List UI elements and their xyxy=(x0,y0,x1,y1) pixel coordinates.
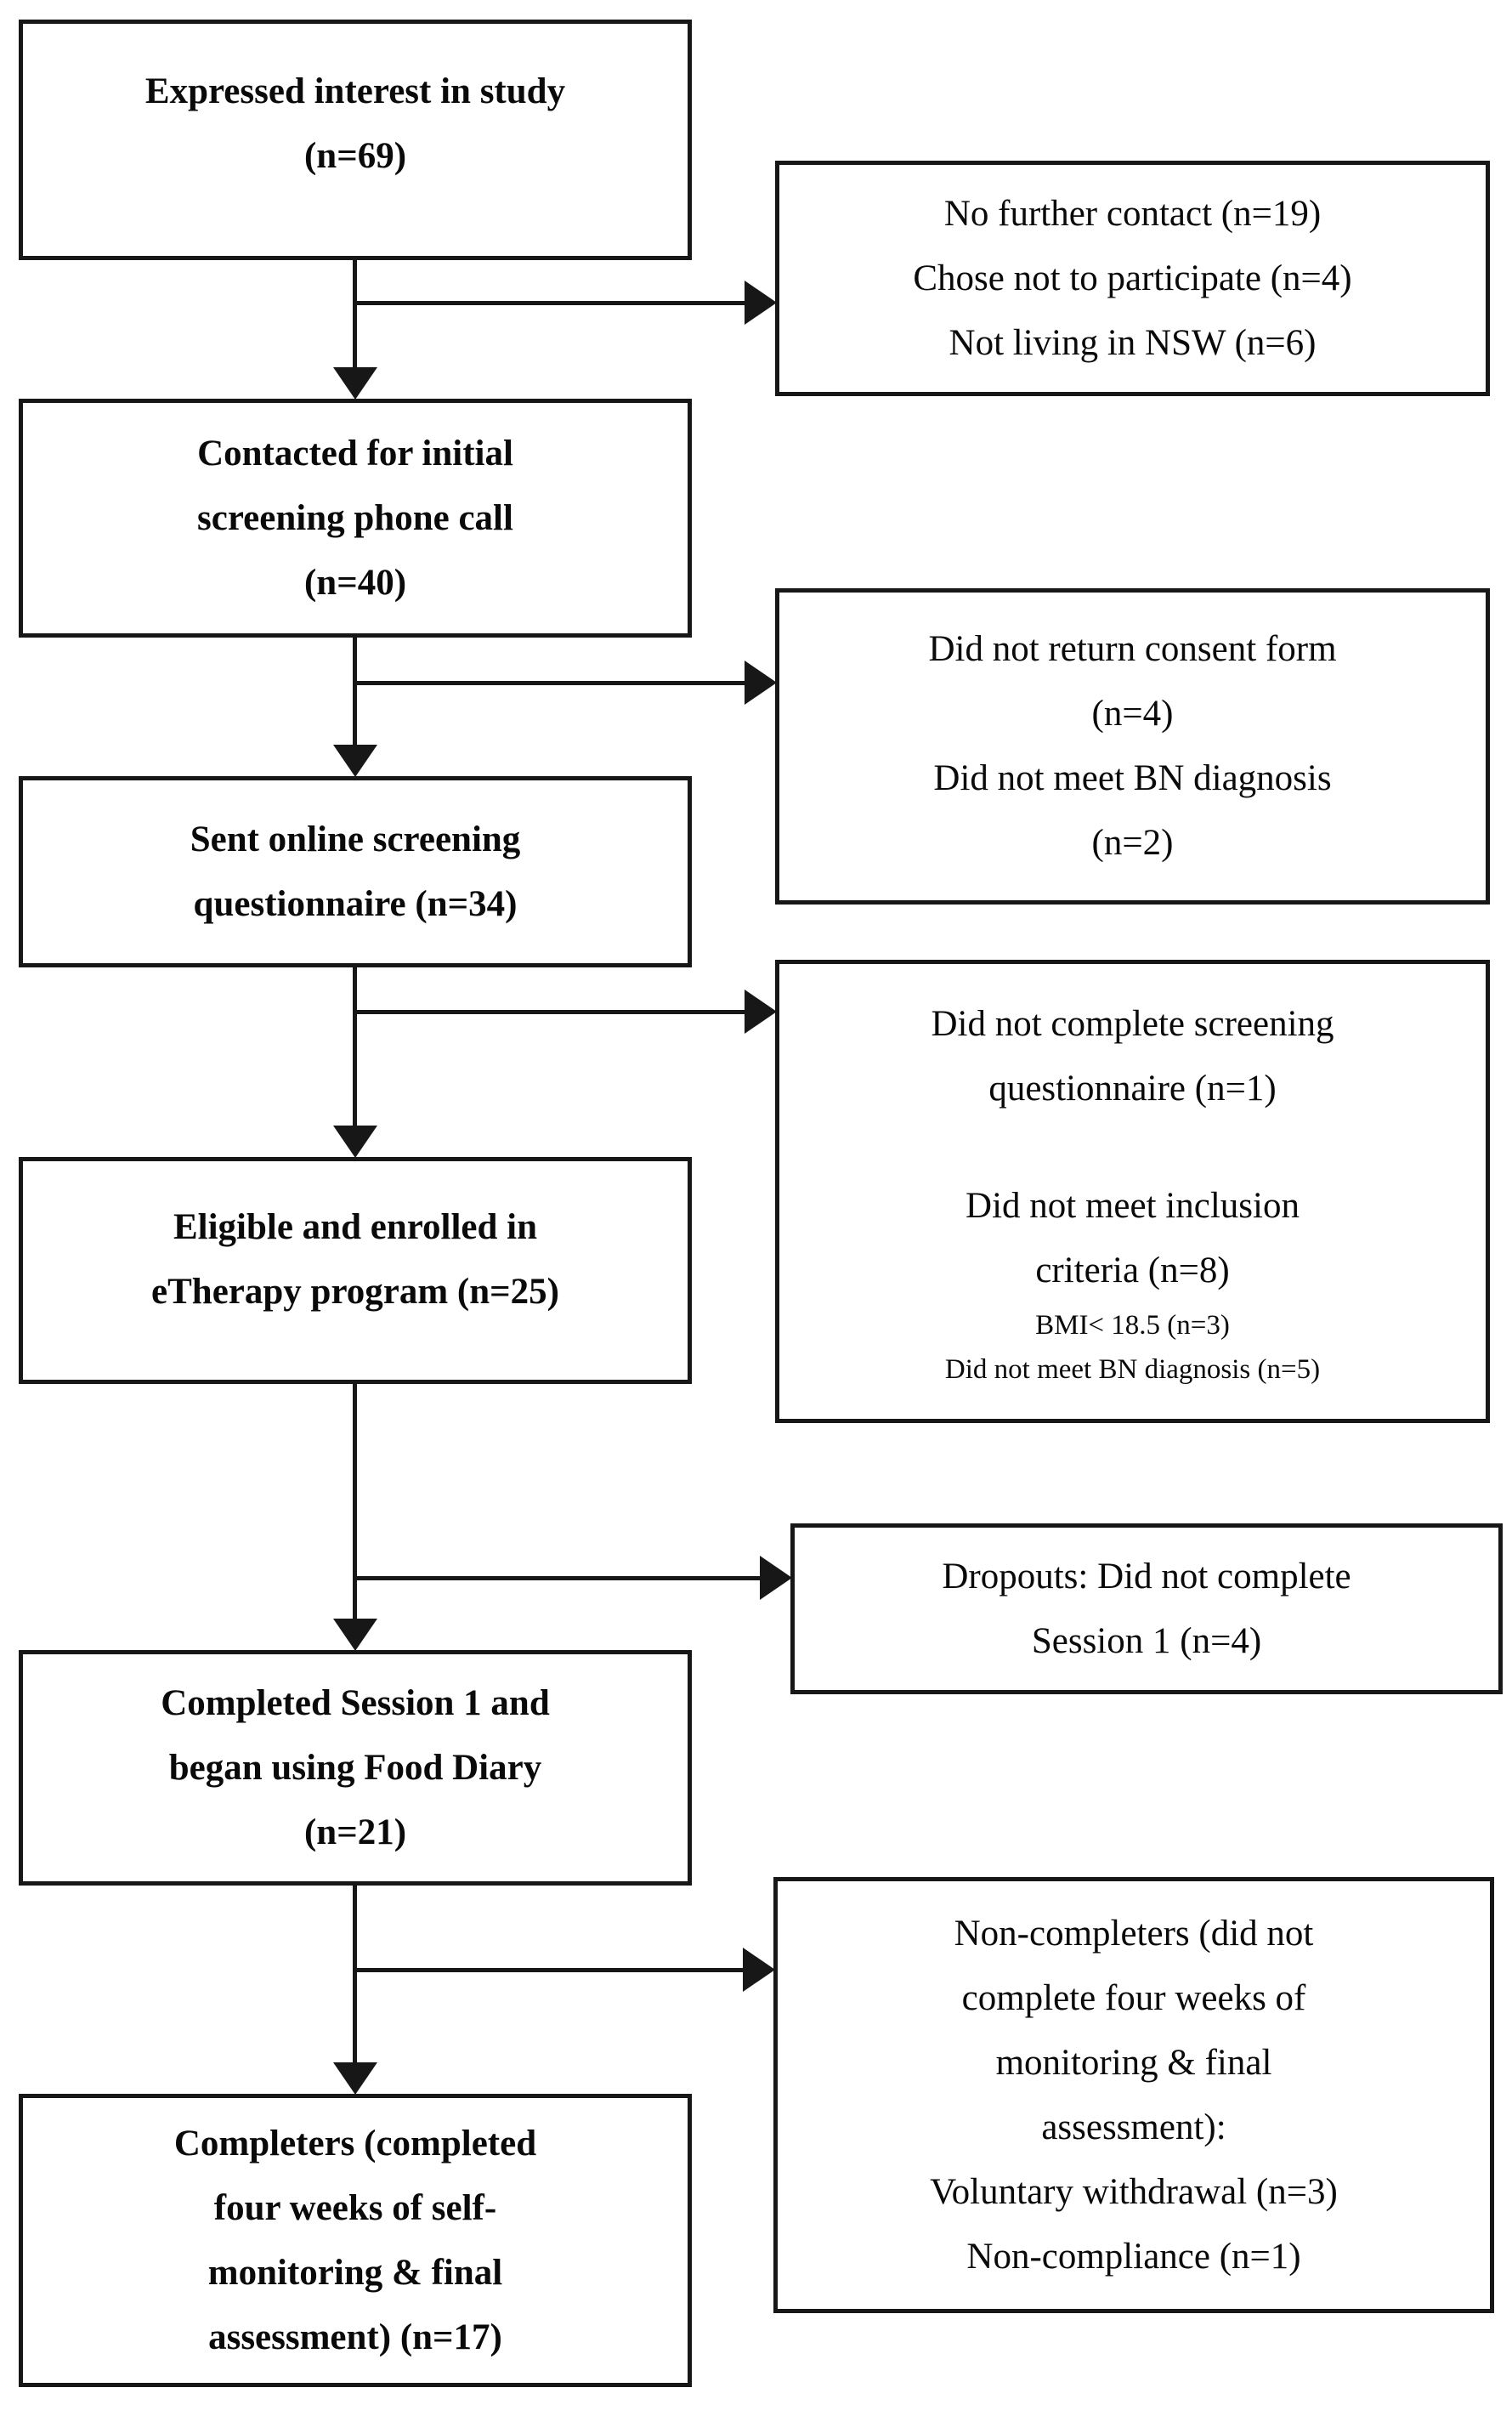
box-line: (n=69) xyxy=(303,136,407,176)
arrow-right-icon xyxy=(743,1948,775,1992)
arrow-down-icon xyxy=(333,745,377,777)
box-line: assessment): xyxy=(1041,2107,1226,2147)
connector-line-vertical-2 xyxy=(353,638,357,746)
box-line: Not living in NSW (n=6) xyxy=(949,322,1317,363)
box-line: Expressed interest in study xyxy=(144,71,566,111)
arrow-down-icon xyxy=(333,1126,377,1158)
flow-box-eligible-enrolled: Eligible and enrolled in eTherapy progra… xyxy=(19,1157,692,1384)
box-line: four weeks of self- xyxy=(213,2187,497,2228)
exclusion-box-dropouts: Dropouts: Did not complete Session 1 (n=… xyxy=(790,1523,1503,1694)
flow-box-expressed-interest: Expressed interest in study (n=69) xyxy=(19,20,692,260)
box-line: (n=2) xyxy=(1091,823,1174,863)
box-line: Session 1 (n=4) xyxy=(1031,1620,1262,1661)
connector-line-branch-3 xyxy=(355,1010,746,1014)
box-line: Non-compliance (n=1) xyxy=(966,2236,1301,2277)
box-line: Did not meet BN diagnosis (n=5) xyxy=(944,1353,1321,1385)
exclusion-box-consent-form: Did not return consent form (n=4) Did no… xyxy=(775,588,1490,905)
flow-box-contacted-screening: Contacted for initial screening phone ca… xyxy=(19,399,692,638)
box-line: complete four weeks of xyxy=(961,1977,1306,2018)
box-line: monitoring & final xyxy=(995,2042,1272,2083)
connector-line-branch-2 xyxy=(355,681,746,685)
box-line: Did not complete screening xyxy=(931,1003,1334,1044)
arrow-down-icon xyxy=(333,1619,377,1651)
arrow-right-icon xyxy=(745,661,777,705)
arrow-right-icon xyxy=(745,281,777,325)
exclusion-box-screening-questionnaire: Did not complete screening questionnaire… xyxy=(775,960,1490,1423)
arrow-right-icon xyxy=(760,1556,792,1600)
box-line: monitoring & final xyxy=(207,2252,503,2293)
box-line: Non-completers (did not xyxy=(954,1913,1314,1954)
flow-box-completed-session1: Completed Session 1 and began using Food… xyxy=(19,1650,692,1886)
box-line: Completed Session 1 and xyxy=(161,1682,550,1723)
box-line: Completers (completed xyxy=(173,2123,537,2164)
box-line: No further contact (n=19) xyxy=(943,193,1322,234)
box-line: criteria (n=8) xyxy=(1035,1250,1230,1290)
box-line: began using Food Diary xyxy=(168,1747,542,1788)
box-line: assessment) (n=17) xyxy=(208,2317,502,2357)
box-line: questionnaire (n=1) xyxy=(988,1068,1277,1109)
connector-line-branch-5 xyxy=(355,1968,743,1972)
box-line: eTherapy program (n=25) xyxy=(151,1272,559,1312)
arrow-right-icon xyxy=(745,990,777,1034)
box-line: Sent online screening xyxy=(190,819,521,859)
connector-line-vertical-4 xyxy=(353,1384,357,1619)
box-line: Did not meet inclusion xyxy=(966,1185,1300,1226)
box-line: Dropouts: Did not complete xyxy=(942,1556,1351,1596)
connector-line-vertical-3 xyxy=(353,967,357,1126)
connector-line-vertical-5 xyxy=(353,1886,357,2063)
box-line: Did not meet BN diagnosis xyxy=(933,758,1332,798)
box-line: (n=40) xyxy=(303,562,407,603)
box-line: (n=21) xyxy=(303,1812,407,1852)
flow-box-sent-questionnaire: Sent online screening questionnaire (n=3… xyxy=(19,776,692,967)
connector-line-branch-1 xyxy=(355,301,746,305)
box-line: questionnaire (n=34) xyxy=(193,883,518,924)
box-line: (n=4) xyxy=(1091,694,1174,734)
exclusion-box-no-further-contact: No further contact (n=19) Chose not to p… xyxy=(775,161,1490,396)
flow-box-completers: Completers (completed four weeks of self… xyxy=(19,2094,692,2387)
connector-line-vertical-1 xyxy=(353,260,357,368)
box-line: Voluntary withdrawal (n=3) xyxy=(930,2171,1338,2212)
box-line: Did not return consent form xyxy=(928,629,1337,669)
connector-line-branch-4 xyxy=(355,1576,760,1580)
box-line: screening phone call xyxy=(197,497,513,538)
box-line: Eligible and enrolled in xyxy=(173,1207,538,1247)
exclusion-box-non-completers: Non-completers (did not complete four we… xyxy=(773,1877,1494,2313)
box-line: BMI< 18.5 (n=3) xyxy=(1035,1309,1230,1341)
box-line: Contacted for initial xyxy=(197,433,513,474)
arrow-down-icon xyxy=(333,2062,377,2095)
arrow-down-icon xyxy=(333,367,377,400)
box-line: Chose not to participate (n=4) xyxy=(913,258,1352,298)
